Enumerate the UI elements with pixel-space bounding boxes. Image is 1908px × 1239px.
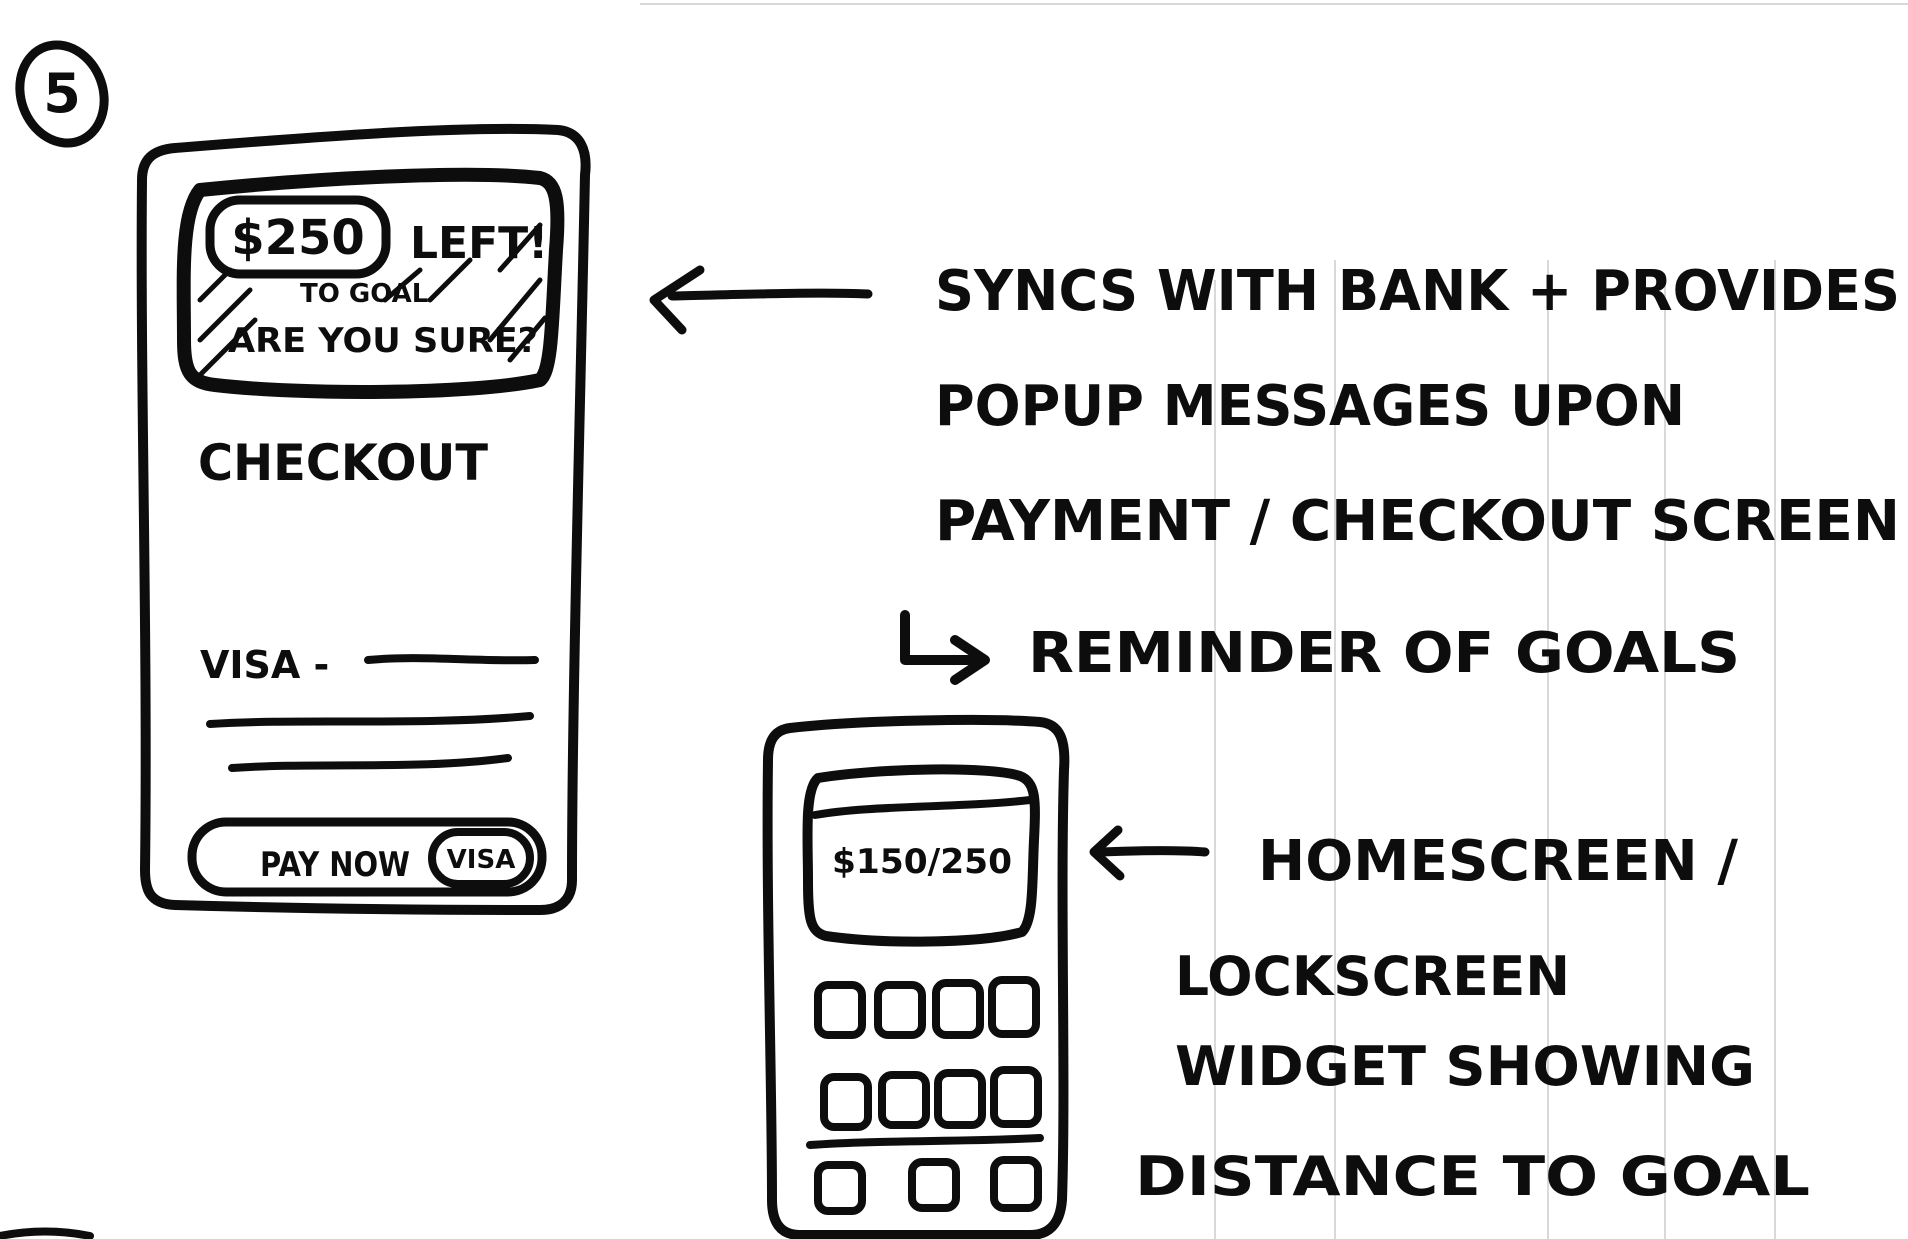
banner-amount-pill [205, 195, 391, 279]
checkout-annotation: SYNCS WITH BANK + PROVIDES POPUP MESSAGE… [900, 259, 1900, 686]
app-icon[interactable] [814, 981, 866, 1039]
home-annotation-line-3: WIDGET SHOWING [1175, 1035, 1755, 1098]
banner-sub-line-1: TO GOAL [300, 279, 428, 309]
page-number-circle [15, 40, 109, 148]
sub-point-arrow-head-icon [950, 635, 990, 685]
dock-app-icon[interactable] [990, 1156, 1042, 1212]
page-number-badge: 5 [15, 40, 109, 148]
app-icon[interactable] [874, 981, 926, 1039]
checkout-phone-frame [136, 123, 591, 915]
budget-widget: $150/250 [802, 764, 1040, 947]
app-icon[interactable] [820, 1073, 872, 1131]
home-annotation-line-1: HOMESCREEN / [1258, 829, 1739, 894]
app-icon[interactable] [988, 976, 1040, 1038]
card-number-line [364, 654, 539, 665]
pay-button-card-label: VISA [447, 845, 516, 875]
checkout-phone: $250 LEFT! TO GOAL ARE YOU SURE? CHECKOU… [136, 123, 591, 915]
dock-app-icon[interactable] [814, 1161, 866, 1215]
banner-sub-line-2: ARE YOU SURE? [228, 321, 538, 361]
card-label: VISA - [200, 643, 329, 687]
card-detail-line-2 [228, 754, 512, 772]
arrow-shaft [667, 288, 873, 301]
banner-amount: $250 [231, 210, 365, 266]
budget-banner: $250 LEFT! TO GOAL ARE YOU SURE? [176, 167, 565, 399]
app-icon[interactable] [934, 1069, 986, 1129]
page-edge-mark [0, 1227, 94, 1239]
pay-now-button[interactable]: PAY NOW VISA [187, 817, 547, 897]
dock-divider [806, 1134, 1044, 1149]
home-annotation-line-2: LOCKSCREEN [1175, 945, 1570, 1008]
widget-progress-text: $150/250 [832, 842, 1012, 882]
home-annotation: HOMESCREEN / LOCKSCREEN WIDGET SHOWING D… [1135, 829, 1810, 1208]
dock-app-icon[interactable] [908, 1158, 960, 1212]
annotation-line-3: PAYMENT / CHECKOUT SCREEN [935, 489, 1900, 554]
annotation-line-1: SYNCS WITH BANK + PROVIDES [935, 259, 1900, 324]
pay-button-outline[interactable] [187, 817, 547, 897]
widget-frame [802, 764, 1040, 947]
banner-left-text: LEFT! [410, 218, 548, 269]
banner-frame [176, 167, 565, 399]
arrow-to-home [1089, 825, 1210, 881]
pay-button-label: PAY NOW [260, 845, 410, 885]
annotation-line-4: REMINDER OF GOALS [1028, 621, 1740, 686]
home-phone: $150/250 [762, 715, 1070, 1239]
app-icon[interactable] [990, 1066, 1042, 1128]
arrow-head-icon [1089, 825, 1125, 881]
app-icon[interactable] [932, 979, 984, 1039]
pay-button-card-chip [428, 828, 534, 888]
app-icon[interactable] [878, 1071, 930, 1129]
checkout-title: CHECKOUT [198, 434, 488, 492]
arrow-shaft [1095, 846, 1210, 857]
sub-point-arrow-icon [900, 610, 980, 665]
card-detail-line [206, 712, 534, 728]
arrow-to-checkout [649, 265, 873, 335]
home-phone-frame [762, 715, 1070, 1239]
dock-icons [814, 1156, 1042, 1215]
annotation-line-2: POPUP MESSAGES UPON [935, 374, 1685, 439]
page-number: 5 [43, 62, 81, 125]
widget-header-line [811, 796, 1034, 819]
home-annotation-line-4: DISTANCE TO GOAL [1135, 1145, 1810, 1208]
arrow-head-icon [649, 265, 705, 335]
notebook-grid [640, 3, 1908, 1239]
app-icon-grid [814, 976, 1042, 1131]
